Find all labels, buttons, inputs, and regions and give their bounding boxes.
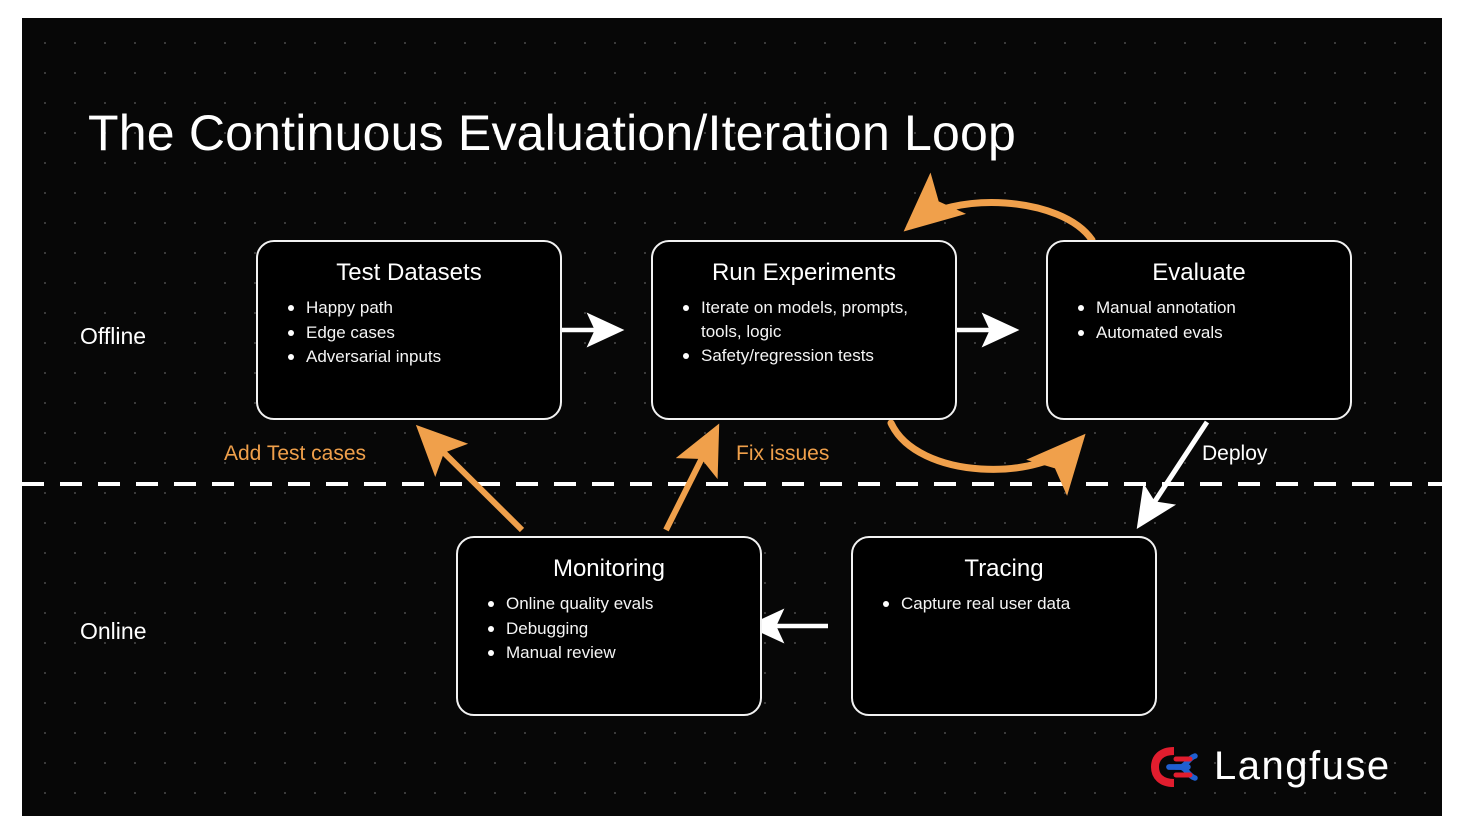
brand-lockup: Langfuse [1150,744,1391,789]
edge-label-add-test-cases: Add Test cases [224,442,367,465]
list-item: Online quality evals [486,592,746,615]
node-test-datasets[interactable]: Test Datasets Happy path Edge cases Adve… [256,240,562,420]
node-bullet-list: Capture real user data [867,592,1141,615]
node-bullet-list: Online quality evals Debugging Manual re… [472,592,746,664]
list-item: Manual review [486,641,746,664]
list-item: Debugging [486,617,746,640]
list-item: Automated evals [1076,321,1336,344]
node-tracing[interactable]: Tracing Capture real user data [851,536,1157,716]
node-title: Evaluate [1152,259,1246,286]
list-item: Adversarial inputs [286,345,546,368]
edge-evaluate-to-tracing [1136,420,1210,530]
edge-label-fix-issues: Fix issues [736,442,830,465]
node-run-experiments[interactable]: Run Experiments Iterate on models, promp… [651,240,957,420]
edge-evaluate-to-runexperiments-arc [903,172,1096,244]
list-item: Manual annotation [1076,296,1336,319]
lane-label-online: Online [80,618,147,644]
langfuse-logo-icon [1150,746,1198,787]
edge-monitoring-to-runexperiments [663,423,720,532]
node-bullet-list: Happy path Edge cases Adversarial inputs [272,296,546,368]
page-title: The Continuous Evaluation/Iteration Loop [88,105,1017,161]
node-bullet-list: Iterate on models, prompts, tools, logic… [667,296,941,367]
node-title: Test Datasets [336,259,482,286]
node-bullet-list: Manual annotation Automated evals [1062,296,1336,344]
list-item: Edge cases [286,321,546,344]
node-monitoring[interactable]: Monitoring Online quality evals Debuggin… [456,536,762,716]
diagram-canvas: The Continuous Evaluation/Iteration Loop… [22,18,1442,816]
edge-label-deploy: Deploy [1202,442,1268,465]
list-item: Safety/regression tests [681,344,941,367]
brand-name: Langfuse [1214,744,1391,788]
list-item: Capture real user data [881,592,1141,615]
node-title: Tracing [964,555,1044,582]
lane-label-offline: Offline [80,323,147,349]
list-item: Iterate on models, prompts, tools, logic [681,296,941,343]
edge-monitoring-to-testdatasets [415,424,525,533]
list-item: Happy path [286,296,546,319]
edge-runexperiments-to-evaluate-arc [887,419,1086,496]
node-evaluate[interactable]: Evaluate Manual annotation Automated eva… [1046,240,1352,420]
node-title: Run Experiments [711,259,897,286]
node-title: Monitoring [552,555,666,582]
